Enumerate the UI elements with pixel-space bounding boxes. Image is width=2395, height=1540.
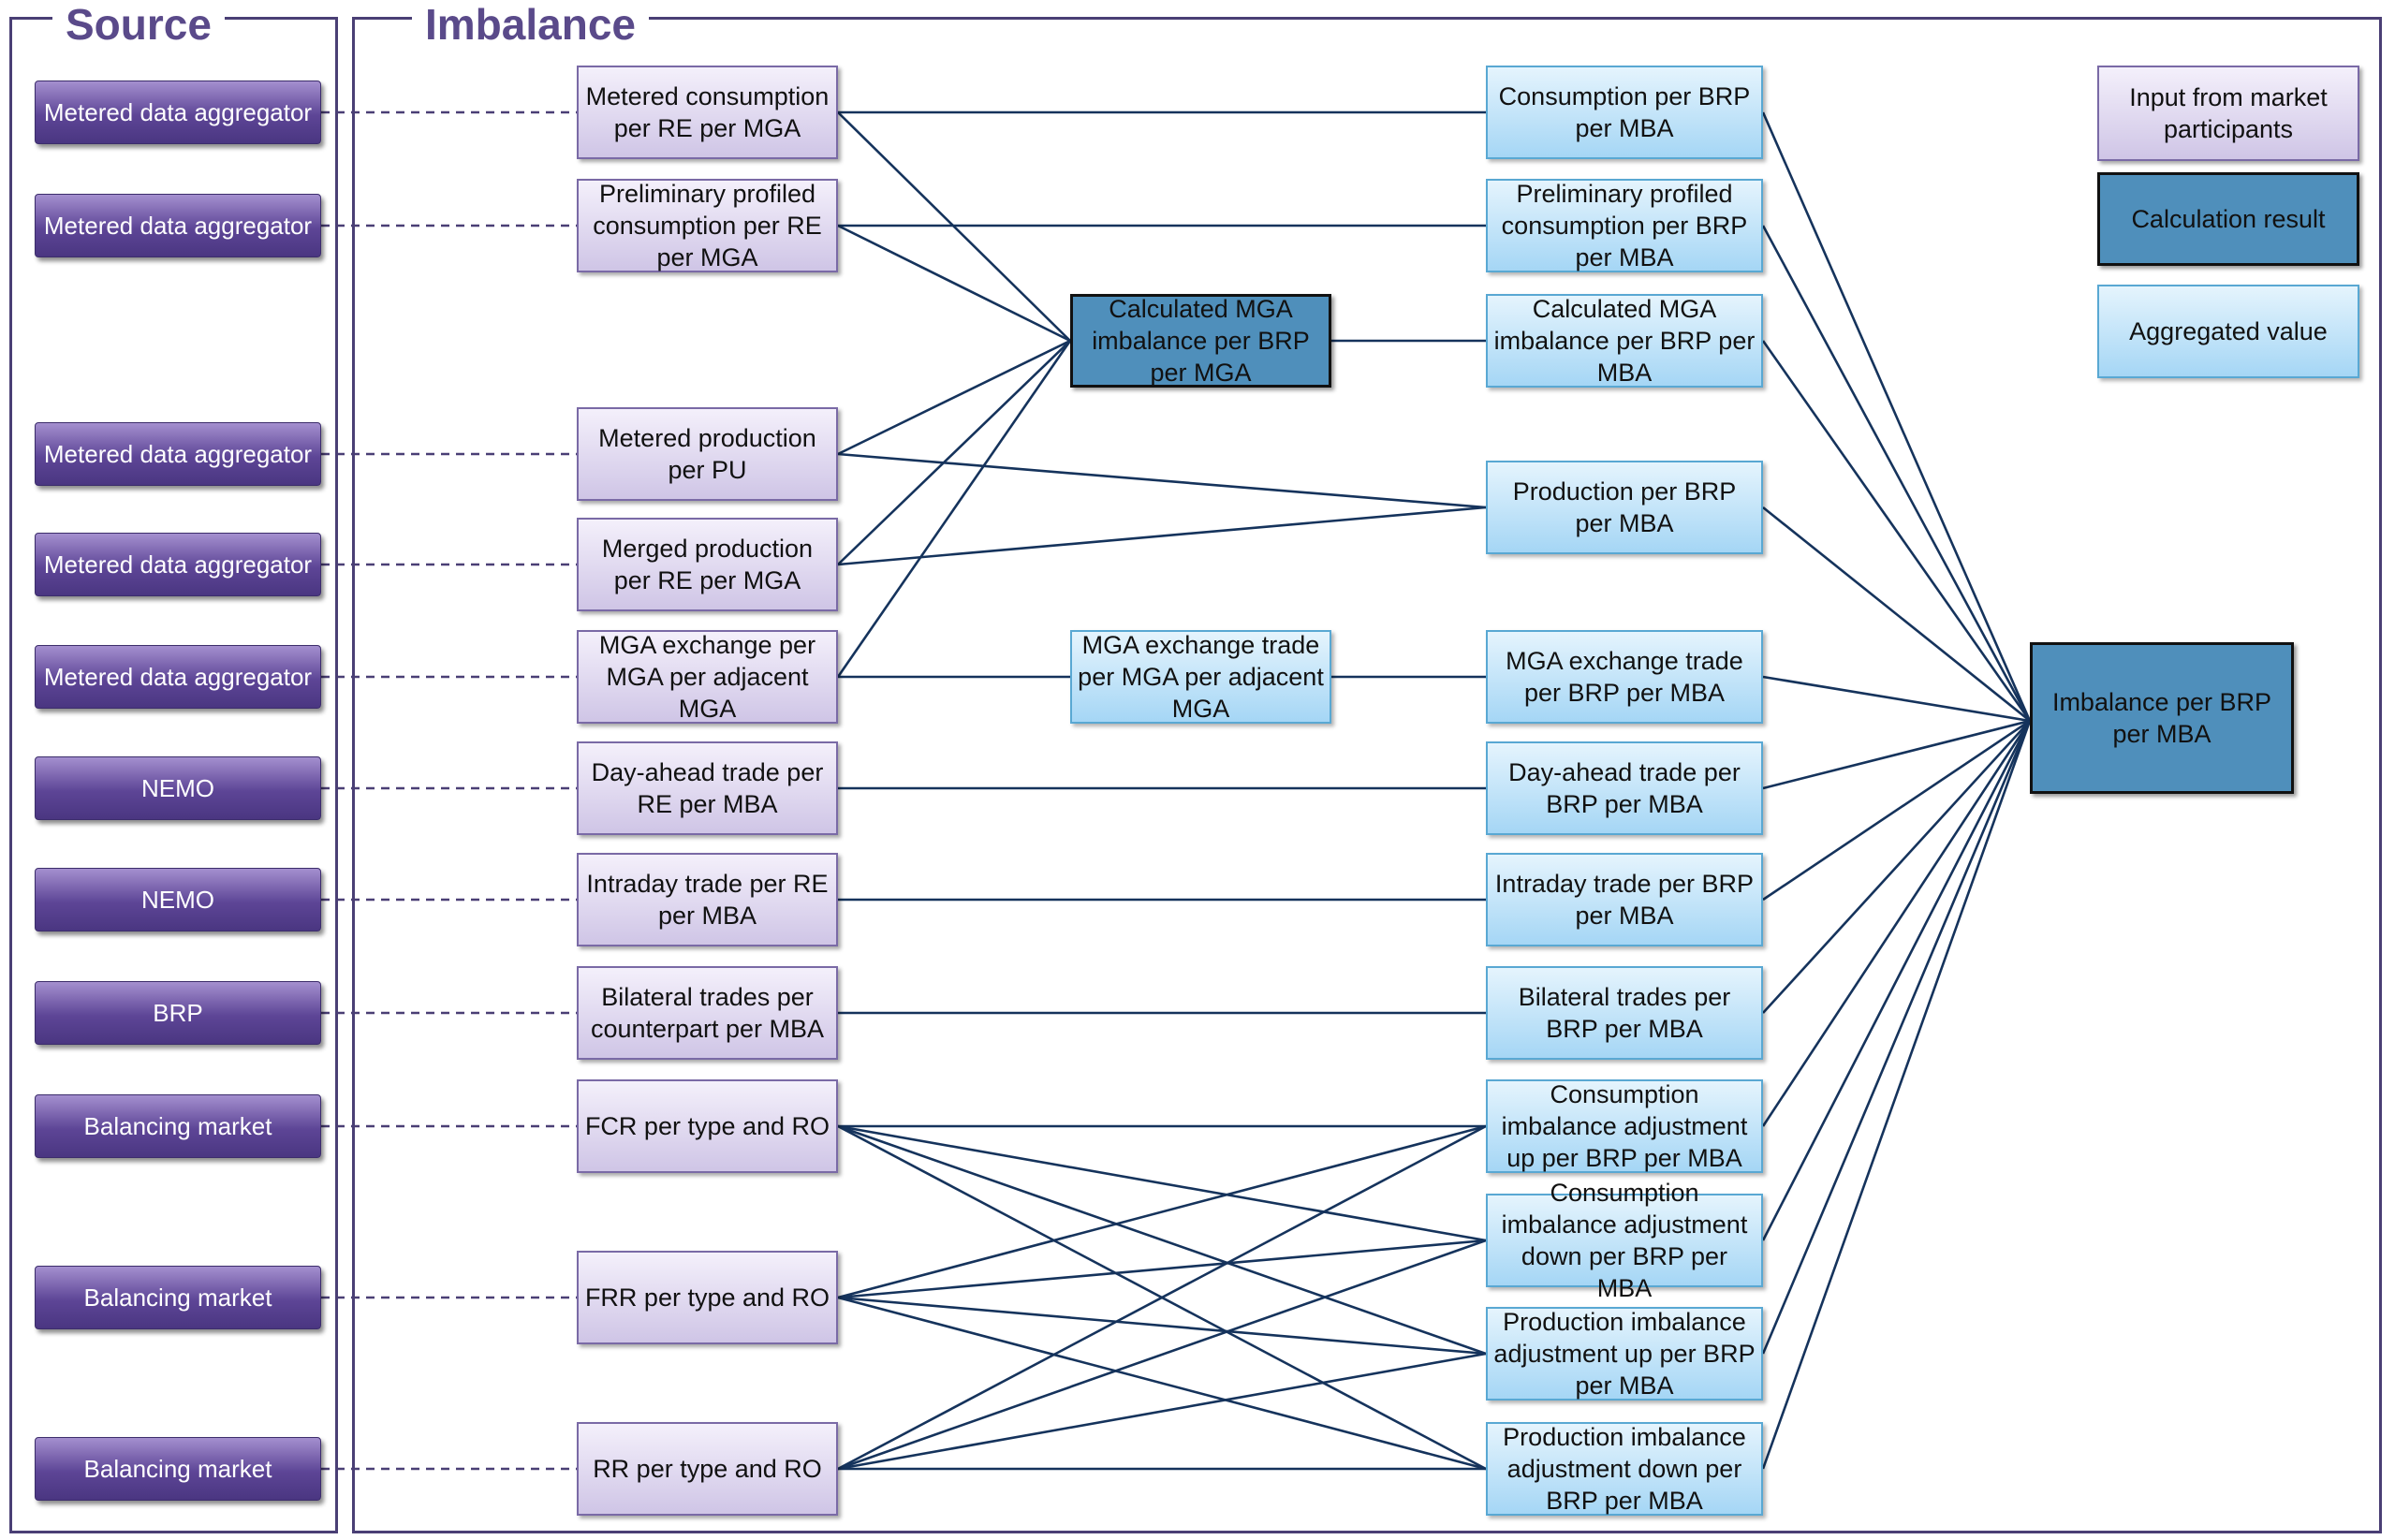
flow-link bbox=[837, 339, 1071, 456]
input-box: Day-ahead trade per RE per MBA bbox=[577, 741, 838, 835]
result-link bbox=[1761, 111, 2032, 722]
aggregate-box: Bilateral trades per BRP per MBA bbox=[1486, 966, 1763, 1060]
source-box: Metered data aggregator bbox=[35, 194, 321, 257]
result-link bbox=[1761, 720, 2032, 1127]
input-box: MGA exchange per MGA per adjacent MGA bbox=[577, 630, 838, 724]
aggregate-box: Production imbalance adjustment down per… bbox=[1486, 1422, 1763, 1516]
aggregate-box: Day-ahead trade per BRP per MBA bbox=[1486, 741, 1763, 835]
aggregate-box: Consumption per BRP per MBA bbox=[1486, 66, 1763, 159]
source-box: Metered data aggregator bbox=[35, 81, 321, 144]
source-box: Metered data aggregator bbox=[35, 422, 321, 486]
mga-exchange-trade-box: MGA exchange trade per MGA per adjacent … bbox=[1070, 630, 1331, 724]
result-link bbox=[1761, 720, 2032, 1241]
flow-link bbox=[837, 340, 1071, 565]
calculated-mga-imbalance-box: Calculated MGA imbalance per BRP per MGA bbox=[1070, 294, 1331, 388]
aggregate-box: Preliminary profiled consumption per BRP… bbox=[1486, 179, 1763, 272]
input-box: Preliminary profiled consumption per RE … bbox=[577, 179, 838, 272]
result-link bbox=[1762, 719, 2031, 790]
flow-link bbox=[837, 111, 1071, 342]
source-box: Balancing market bbox=[35, 1094, 321, 1158]
flow-link bbox=[837, 1296, 1487, 1471]
aggregate-box: Consumption imbalance adjustment down pe… bbox=[1486, 1179, 1763, 1302]
flow-link bbox=[837, 1239, 1487, 1471]
source-box: BRP bbox=[35, 981, 321, 1045]
legend-input-item: Input from market participants bbox=[2097, 66, 2359, 161]
source-box: Metered data aggregator bbox=[35, 533, 321, 596]
input-box: FCR per type and RO bbox=[577, 1079, 838, 1173]
result-link bbox=[1762, 719, 2031, 902]
imbalance-panel bbox=[352, 17, 2382, 1533]
result-link bbox=[1762, 506, 2031, 723]
source-box: Balancing market bbox=[35, 1437, 321, 1501]
aggregate-box: Production imbalance adjustment up per B… bbox=[1486, 1307, 1763, 1401]
source-box: Metered data aggregator bbox=[35, 645, 321, 709]
flow-link bbox=[837, 1124, 1487, 1356]
legend-aggregate-item: Aggregated value bbox=[2097, 285, 2359, 378]
flow-link bbox=[837, 224, 1071, 343]
result-link bbox=[1761, 720, 2032, 1355]
flow-link bbox=[837, 1296, 1487, 1356]
aggregate-box: Calculated MGA imbalance per BRP per MBA bbox=[1486, 294, 1763, 388]
result-link bbox=[1761, 720, 2032, 1470]
flow-link bbox=[837, 506, 1487, 566]
result-link bbox=[1761, 225, 2032, 722]
input-box: Bilateral trades per counterpart per MBA bbox=[577, 966, 838, 1060]
flow-link bbox=[836, 340, 1072, 678]
aggregate-box: Production per BRP per MBA bbox=[1486, 461, 1763, 554]
source-panel-title: Source bbox=[52, 0, 225, 49]
flow-link bbox=[837, 452, 1487, 509]
input-box: Metered consumption per RE per MGA bbox=[577, 66, 838, 159]
result-link bbox=[1762, 720, 2031, 1014]
result-link bbox=[1761, 340, 2032, 722]
aggregate-box: Consumption imbalance adjustment up per … bbox=[1486, 1079, 1763, 1173]
flow-link bbox=[837, 1124, 1487, 1471]
aggregate-box: MGA exchange trade per BRP per MBA bbox=[1486, 630, 1763, 724]
source-box: Balancing market bbox=[35, 1266, 321, 1329]
input-box: FRR per type and RO bbox=[577, 1251, 838, 1344]
source-box: NEMO bbox=[35, 756, 321, 820]
legend-calc-item: Calculation result bbox=[2097, 172, 2359, 266]
input-box: Metered production per PU bbox=[577, 407, 838, 501]
aggregate-box: Intraday trade per BRP per MBA bbox=[1486, 853, 1763, 946]
input-box: RR per type and RO bbox=[577, 1422, 838, 1516]
source-box: NEMO bbox=[35, 868, 321, 931]
flow-link bbox=[837, 1352, 1487, 1471]
imbalance-panel-title: Imbalance bbox=[412, 0, 649, 49]
input-box: Intraday trade per RE per MBA bbox=[577, 853, 838, 946]
flow-link bbox=[837, 1124, 1487, 1242]
input-box: Merged production per RE per MGA bbox=[577, 518, 838, 611]
flow-link bbox=[837, 1239, 1487, 1299]
result-link bbox=[1762, 675, 2031, 723]
imbalance-result-box: Imbalance per BRP per MBA bbox=[2030, 642, 2294, 794]
flow-link bbox=[837, 1124, 1487, 1299]
